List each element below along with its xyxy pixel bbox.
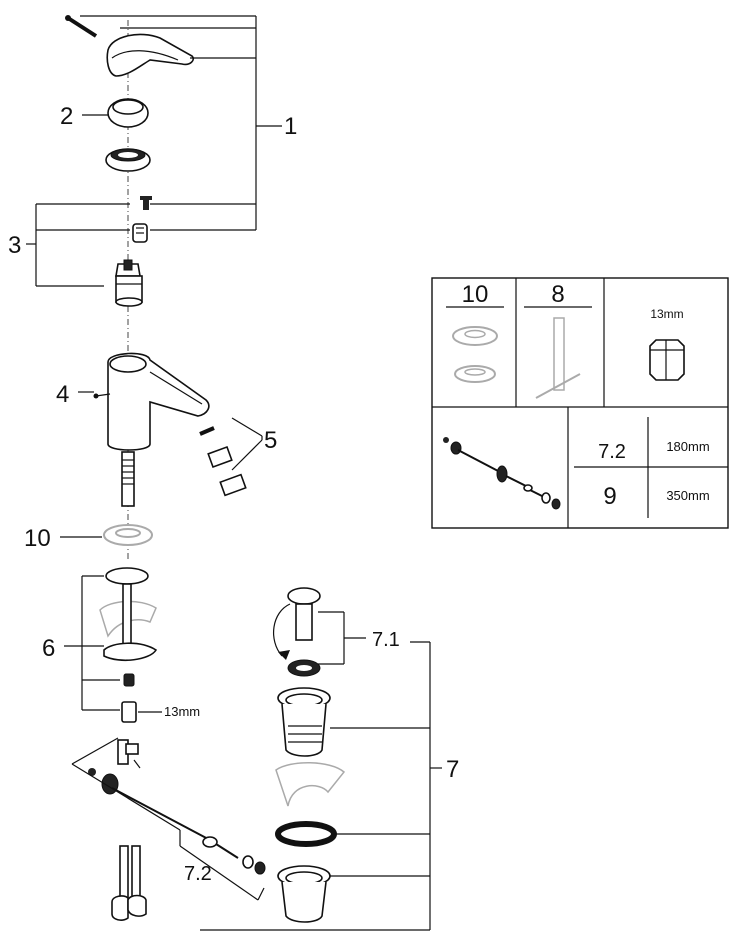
callout-5: 5: [264, 427, 277, 454]
cover-cap: [107, 98, 149, 128]
mounting-stud: [121, 451, 135, 507]
tools-table: 10 8 13mm: [431, 277, 729, 529]
callout-7-2: 7.2: [184, 863, 212, 885]
fixing-set: [99, 567, 158, 723]
drain-body-upper: [277, 687, 331, 757]
table-row-2-length: 350mm: [666, 488, 709, 503]
callout-6-bracket: [64, 575, 120, 711]
callout-5-bracket: [231, 417, 263, 471]
callout-1-bracket: [80, 15, 282, 231]
table-row-1-part: 7.2: [598, 441, 626, 463]
wrench-size-label: 13mm: [164, 704, 200, 719]
table-col1-header: 10: [462, 281, 489, 308]
small-screw: [140, 196, 152, 210]
threaded-ring: [105, 148, 151, 172]
pop-up-rod-assembly: [88, 739, 266, 875]
drain-seal: [275, 821, 337, 847]
supply-hoses: [111, 845, 147, 921]
cartridge: [115, 259, 143, 307]
drain-body-lower: [277, 865, 331, 923]
table-col2-header: 8: [551, 281, 564, 308]
callout-7: 7: [446, 756, 459, 783]
callout-7-1-bracket: [318, 611, 366, 665]
callout-10: 10: [24, 525, 51, 552]
callout-7-1: 7.1: [372, 629, 400, 651]
callout-6: 6: [42, 635, 55, 662]
table-row-2-part: 9: [603, 483, 616, 510]
lever-handle: [65, 15, 195, 77]
callout-3-bracket: [26, 203, 130, 287]
table-row-1-length: 180mm: [666, 439, 709, 454]
set-screw: [66, 16, 98, 38]
cartridge-stem: [132, 223, 148, 243]
table-key-tool-icon: [535, 317, 581, 399]
callout-7-bracket: [200, 641, 442, 931]
grey-gasket: [103, 524, 153, 546]
table-rod-icon: [443, 437, 561, 510]
aerator-parts: [199, 426, 247, 497]
table-nut-icon: [649, 339, 685, 381]
callout-2: 2: [60, 103, 73, 130]
drain-grey-gasket: [275, 762, 346, 807]
table-gasket-icon: [452, 326, 498, 383]
callout-4: 4: [56, 381, 69, 408]
table-col3-size: 13mm: [650, 307, 683, 321]
pop-up-plug: [273, 587, 321, 677]
callout-1: 1: [284, 113, 297, 140]
callout-3: 3: [8, 232, 21, 259]
callout-7-2-bracket: [71, 737, 265, 901]
faucet-body: [93, 352, 210, 451]
